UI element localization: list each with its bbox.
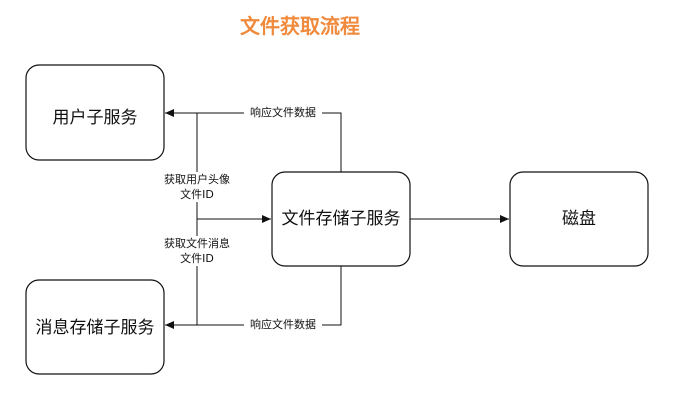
node-message-service-label: 消息存储子服务 <box>36 318 155 338</box>
edge-response-top: 响应文件数据 <box>165 105 342 172</box>
node-disk-label: 磁盘 <box>562 209 596 229</box>
message-request-line-1: 获取文件消息 <box>164 236 230 250</box>
message-request-line-2: 文件ID <box>180 251 214 265</box>
edge-avatar-request-label: 获取用户头像 文件ID <box>155 172 239 202</box>
node-message-service: 消息存储子服务 <box>25 279 165 375</box>
avatar-request-line-1: 获取用户头像 <box>164 172 230 186</box>
avatar-request-line-2: 文件ID <box>180 187 214 201</box>
edge-response-top-label: 响应文件数据 <box>250 105 316 119</box>
node-user-service: 用户子服务 <box>25 64 165 161</box>
node-file-service-label: 文件存储子服务 <box>282 209 401 229</box>
edge-message-request-label: 获取文件消息 文件ID <box>155 236 239 266</box>
edge-response-bottom: 响应文件数据 <box>165 266 342 332</box>
diagram-title: 文件获取流程 <box>240 14 360 38</box>
node-file-service: 文件存储子服务 <box>271 171 411 267</box>
edge-requests <box>196 113 271 325</box>
node-disk: 磁盘 <box>509 171 649 267</box>
node-user-service-label: 用户子服务 <box>53 108 138 128</box>
edge-response-bottom-label: 响应文件数据 <box>250 317 316 331</box>
